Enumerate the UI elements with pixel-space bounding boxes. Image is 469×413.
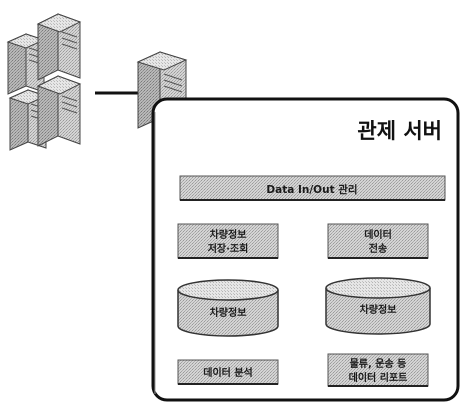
data-transfer-box: 데이터 전송 xyxy=(327,223,429,259)
box-label-line1: 물류, 운송 등 xyxy=(350,358,407,370)
vehicle-info-db-right: 차량정보 xyxy=(325,277,431,335)
vehicle-info-db-left: 차량정보 xyxy=(177,279,279,337)
box-label-line2: 데이터 리포트 xyxy=(349,371,408,384)
data-analysis-box: 데이터 분석 xyxy=(177,359,279,385)
db-label: 차량정보 xyxy=(210,306,247,319)
data-io-banner: Data In/Out 관리 xyxy=(179,175,446,201)
box-label-line2: 저장·조회 xyxy=(208,242,249,255)
box-label-line1: 차량정보 xyxy=(210,228,247,241)
banner-label: Data In/Out 관리 xyxy=(266,183,357,196)
server-cluster-icon xyxy=(6,13,82,151)
db-label: 차량정보 xyxy=(360,303,397,316)
vehicle-info-store-box: 차량정보 저장·조회 xyxy=(177,223,279,259)
data-report-box: 물류, 운송 등 데이터 리포트 xyxy=(327,353,429,387)
box-label: 데이터 분석 xyxy=(203,366,252,379)
box-label-line2: 전송 xyxy=(369,242,387,255)
box-label-line1: 데이터 xyxy=(364,228,392,241)
server-tower-icon xyxy=(36,13,82,81)
panel-title: 관제 서버 xyxy=(357,119,442,143)
server-tower-icon xyxy=(36,75,82,147)
